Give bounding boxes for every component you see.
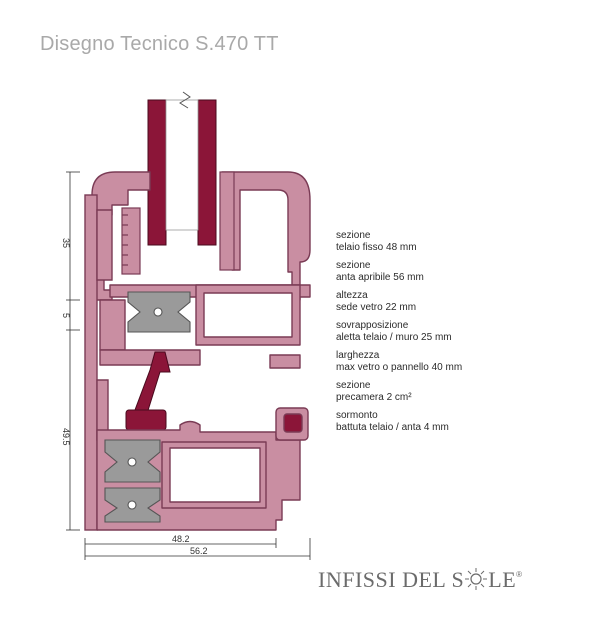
dim-48-2: 48.2 (172, 534, 190, 544)
spec-value: battuta telaio / anta 4 mm (336, 422, 449, 433)
logo-text-start: INFISSI DEL S (318, 567, 465, 592)
spec-value: sede vetro 22 mm (336, 302, 417, 313)
central-gasket (125, 351, 171, 431)
spec-value: aletta telaio / muro 25 mm (336, 332, 452, 343)
spec-label: sezione (336, 260, 371, 271)
spec-label: sormonto (336, 410, 378, 421)
frame-left (84, 194, 113, 531)
spec-value: anta apribile 56 mm (336, 272, 424, 283)
registered-mark: ® (516, 570, 523, 579)
page-title: Disegno Tecnico S.470 TT (40, 33, 279, 55)
dim-35: 35 (61, 238, 71, 248)
spec-label: larghezza (336, 350, 380, 361)
glass-pane (147, 91, 217, 246)
spec-item: sormonto battuta telaio / anta 4 mm (336, 410, 606, 434)
spec-value: telaio fisso 48 mm (336, 242, 417, 253)
spec-item: sezione anta apribile 56 mm (336, 260, 606, 284)
brand-logo: INFISSI DEL S LE® (318, 567, 523, 593)
dim-49-5: 49.5 (61, 428, 71, 446)
spec-label: sezione (336, 380, 371, 391)
spec-label: sovrapposizione (336, 320, 409, 331)
spec-label: altezza (336, 290, 368, 301)
dim-5: 5 (61, 313, 71, 318)
dimension-lines (66, 171, 311, 560)
thermal-break-upper (127, 291, 191, 333)
spec-item: sezione telaio fisso 48 mm (336, 230, 606, 254)
spec-item: sovrapposizione aletta telaio / muro 25 … (336, 320, 606, 344)
spec-value: precamera 2 cm² (336, 392, 412, 403)
spec-label: sezione (336, 230, 371, 241)
spec-item: altezza sede vetro 22 mm (336, 290, 606, 314)
logo-text-end: LE (488, 567, 517, 592)
thermal-break-lower (104, 439, 161, 523)
spec-value: max vetro o pannello 40 mm (336, 362, 463, 373)
glazing-bead (121, 171, 235, 275)
sun-icon (465, 568, 488, 590)
spec-item: sezione precamera 2 cm² (336, 380, 606, 404)
spec-item: larghezza max vetro o pannello 40 mm (336, 350, 606, 374)
dim-56-2: 56.2 (190, 546, 208, 556)
spec-list: sezione telaio fisso 48 mm sezione anta … (336, 230, 606, 440)
sash-profile (91, 171, 311, 369)
